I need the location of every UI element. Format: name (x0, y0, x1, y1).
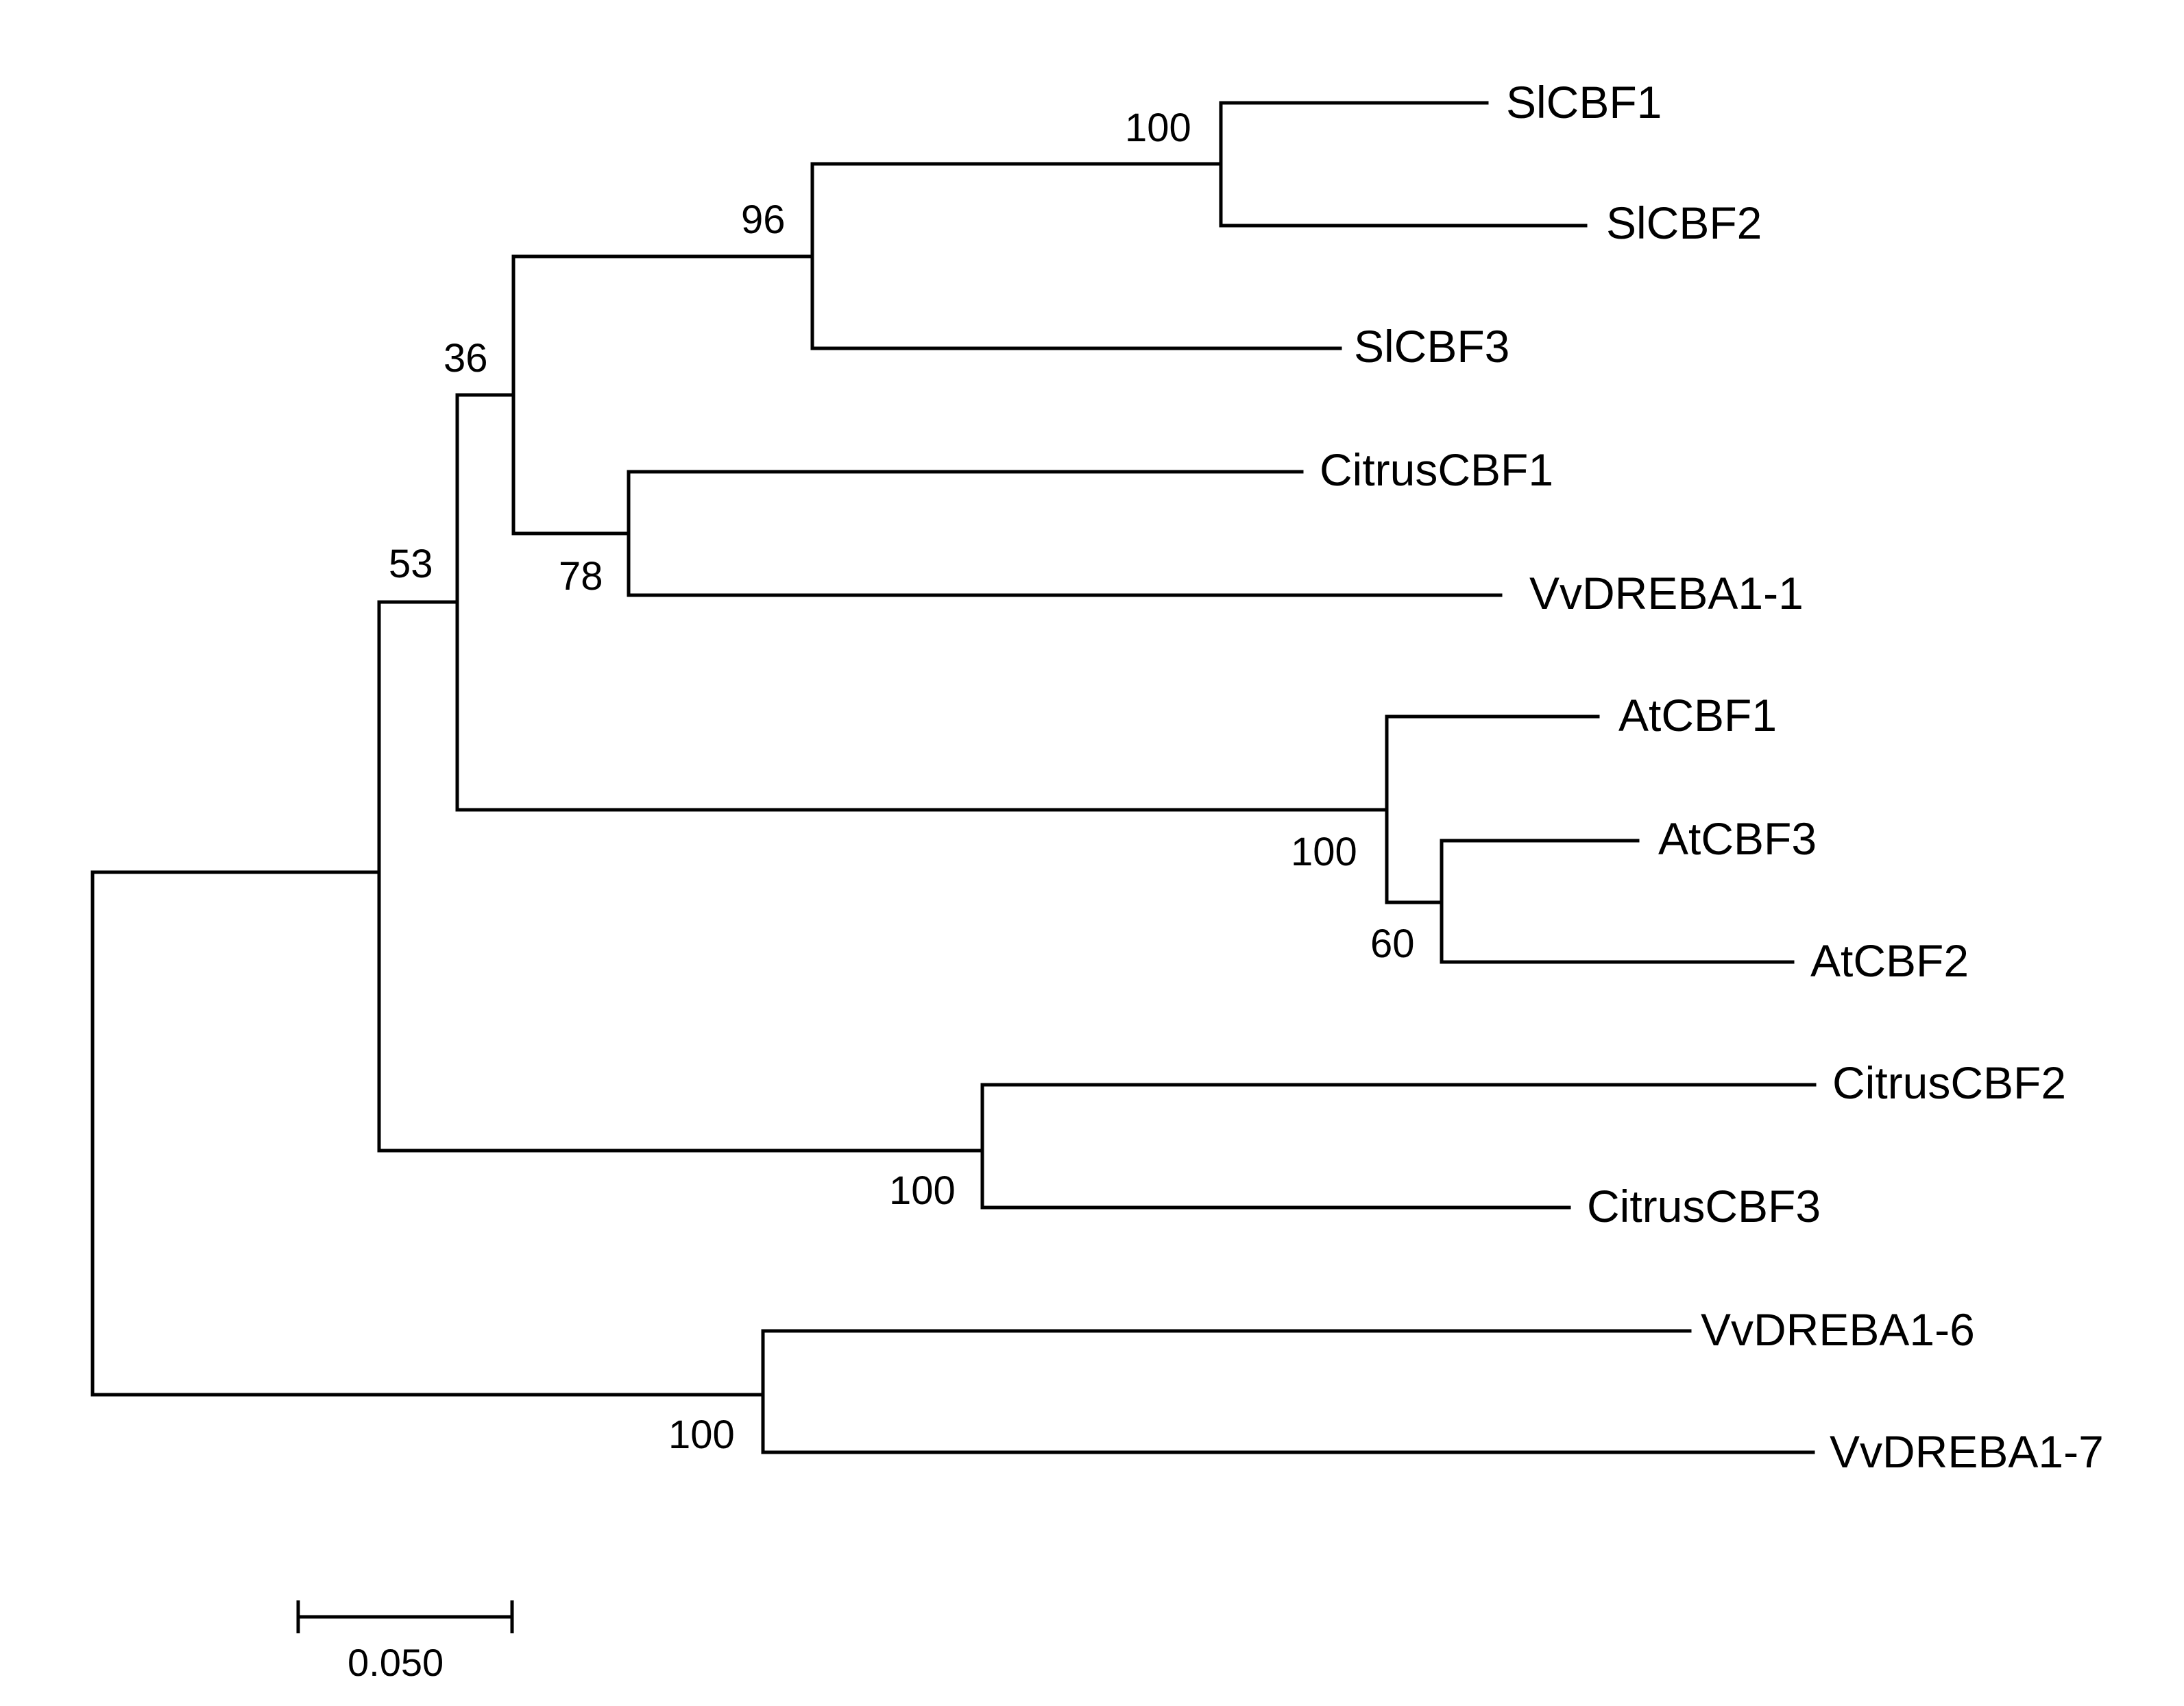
support-value: 100 (889, 1168, 956, 1213)
support-value: 100 (1291, 830, 1357, 874)
leaf-label: AtCBF2 (1810, 935, 1969, 986)
leaf-label: AtCBF1 (1618, 690, 1777, 741)
leaf-label: VvDREBA1-7 (1830, 1426, 2104, 1477)
tree-branches (90, 101, 1817, 1454)
leaf-label: SlCBF3 (1354, 321, 1509, 372)
support-value: 100 (1125, 106, 1191, 150)
support-value: 96 (741, 197, 786, 242)
support-value: 36 (444, 336, 488, 381)
leaf-label: CitrusCBF3 (1587, 1181, 1821, 1232)
leaf-label: VvDREBA1-6 (1701, 1304, 1975, 1355)
support-values: 100 96 36 78 53 100 60 100 100 (389, 106, 1415, 1457)
leaf-labels: SlCBF1 SlCBF2 SlCBF3 CitrusCBF1 VvDREBA1… (1320, 77, 2104, 1477)
support-value: 100 (668, 1413, 735, 1457)
leaf-label: VvDREBA1-1 (1529, 568, 1804, 618)
leaf-label: AtCBF3 (1658, 813, 1817, 864)
scale-bar-label: 0.050 (348, 1641, 444, 1684)
leaf-label: SlCBF2 (1606, 197, 1762, 248)
leaf-label: CitrusCBF2 (1832, 1057, 2066, 1108)
support-value: 60 (1370, 922, 1415, 966)
support-value: 78 (559, 554, 603, 599)
leaf-label: CitrusCBF1 (1320, 444, 1553, 495)
support-value: 53 (389, 542, 433, 586)
leaf-label: SlCBF1 (1506, 77, 1662, 128)
scale-bar: 0.050 (296, 1600, 514, 1684)
